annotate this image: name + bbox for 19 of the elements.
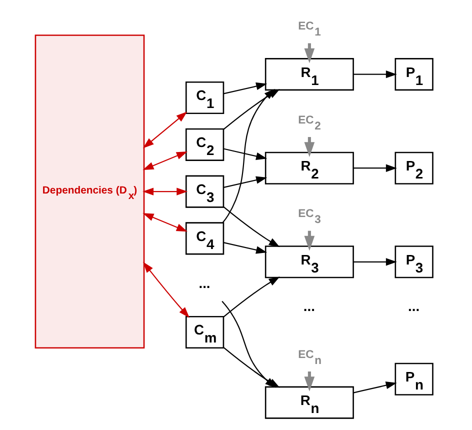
label: ... (302, 298, 314, 314)
arrow (222, 82, 267, 94)
arrow (142, 188, 188, 196)
arrow (222, 88, 275, 223)
arrow (352, 382, 396, 394)
arrow (222, 242, 267, 254)
arrow (142, 262, 190, 318)
arrow (142, 112, 187, 148)
arrow (222, 276, 280, 318)
arrow (142, 213, 187, 232)
node-text: ... (198, 274, 210, 291)
arrow (142, 151, 187, 170)
arrow (222, 148, 267, 160)
label: ... (408, 298, 420, 314)
arrow (222, 176, 267, 188)
arrow (352, 258, 396, 266)
arrow (352, 70, 396, 78)
arrow (352, 164, 396, 172)
arrow (222, 206, 280, 248)
